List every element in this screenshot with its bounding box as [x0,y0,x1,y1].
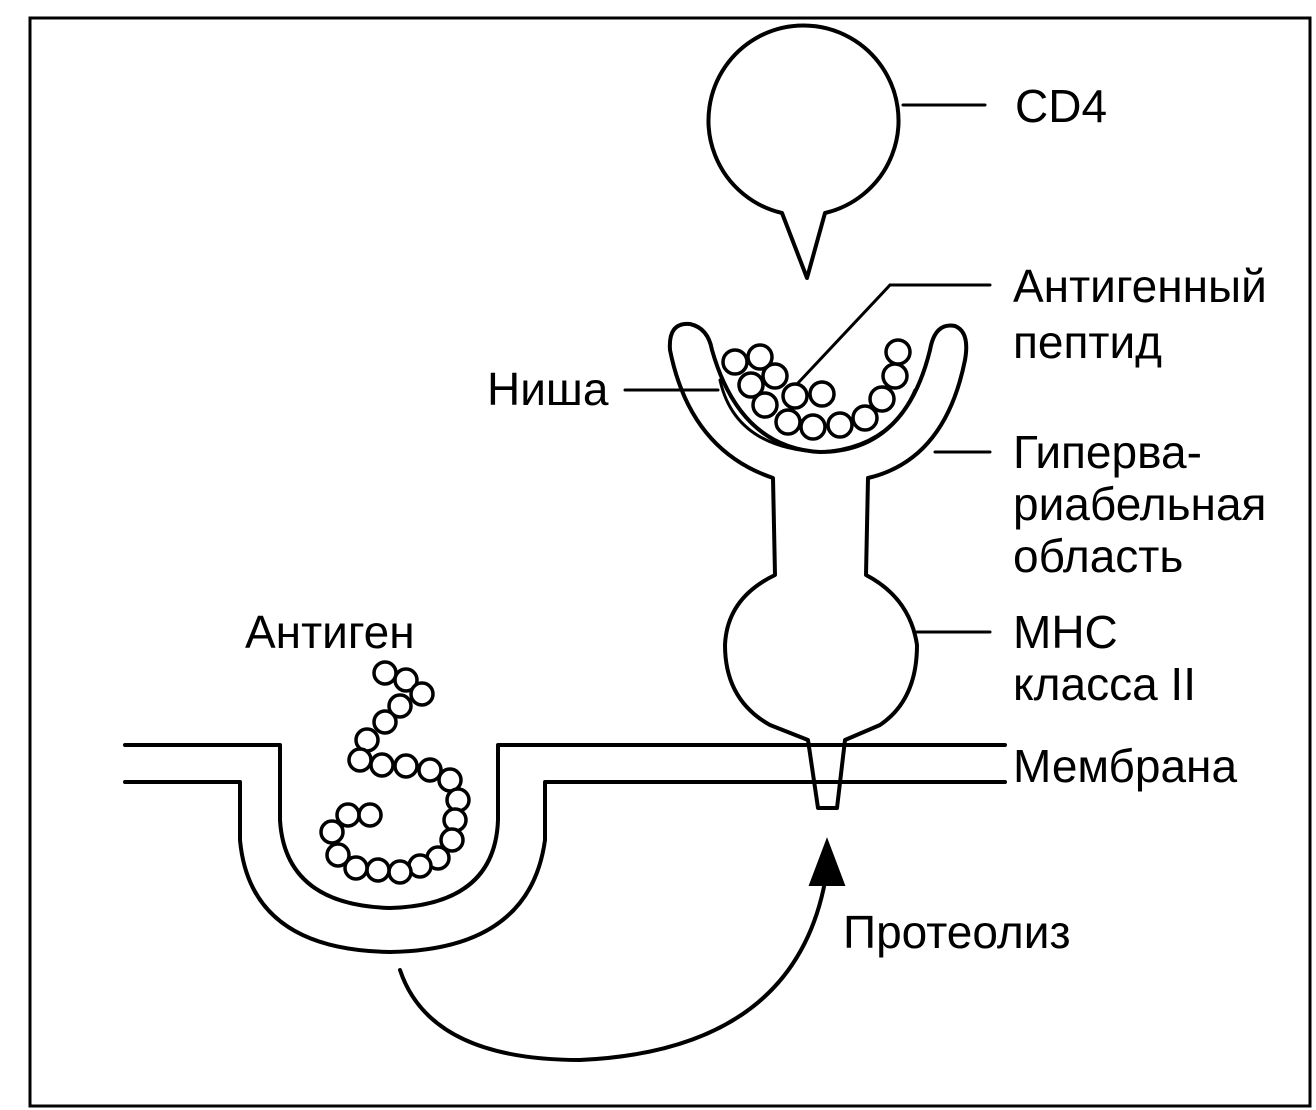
label-hypervariable-line3: область [1013,530,1183,582]
label-antigen: Антиген [245,606,415,658]
label-antigenic-peptide-line1: Антигенный [1013,260,1267,312]
label-cd4: CD4 [1015,80,1107,132]
label-antigenic-peptide-line2: пептид [1013,316,1162,368]
cd4-molecule [706,23,901,280]
proteolysis-arrow [398,837,846,1062]
label-proteolysis: Протеолиз [843,906,1071,958]
cell-membrane [123,743,1007,954]
mhc-niche-outer [667,321,969,810]
antigen-chain [319,660,471,885]
label-hypervariable-line2: риабельная [1013,478,1266,530]
mhc-niche-floor [718,378,917,454]
antigenic-peptide-beads [721,338,912,441]
label-mhc-line2: класса II [1013,658,1196,710]
label-hypervariable-line1: Гиперва- [1013,426,1202,478]
label-antigenic-peptide: Антигенный пептид [1013,260,1280,368]
label-membrane: Мембрана [1013,740,1237,792]
diagram-frame [28,16,1312,1108]
label-hypervariable-region: Гиперва- риабельная область [1013,426,1279,582]
label-niche: Ниша [487,363,609,415]
label-mhc-class-ii: МНС класса II [1013,606,1196,710]
label-mhc-line1: МНС [1013,606,1118,658]
leader-lines [623,103,992,634]
